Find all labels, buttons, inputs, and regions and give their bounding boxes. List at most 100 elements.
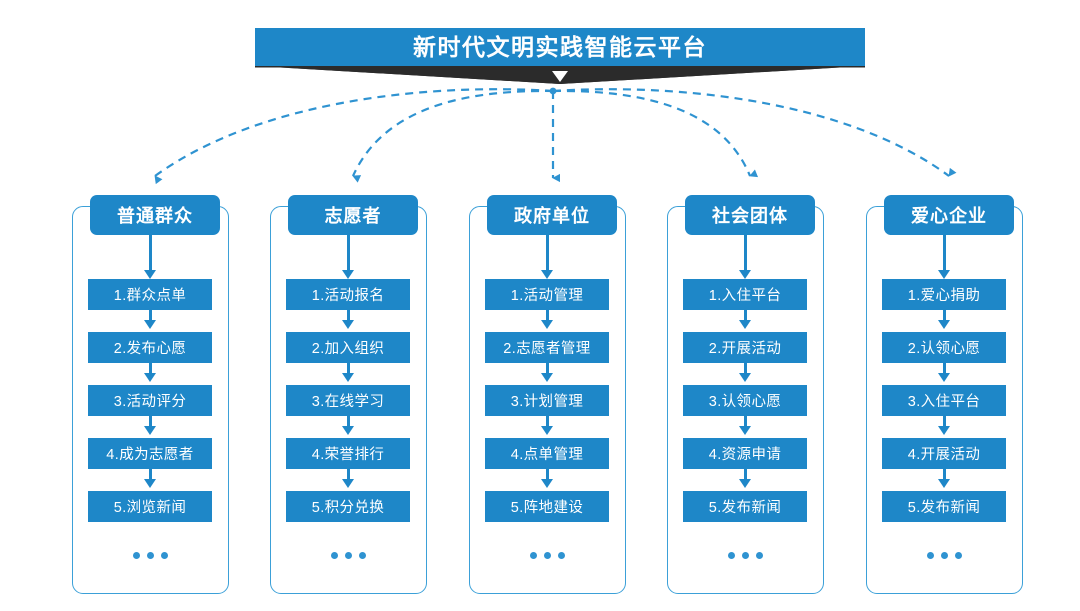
arrow-line-government-1 bbox=[546, 310, 549, 322]
arrow-head-social-group-4 bbox=[739, 479, 751, 488]
ellipsis-volunteer bbox=[286, 545, 410, 565]
arrow-line-volunteer-1 bbox=[347, 310, 350, 322]
arrow-head-volunteer-1 bbox=[342, 320, 354, 329]
column-header-volunteer[interactable]: 志愿者 bbox=[288, 195, 418, 235]
arrow-line-social-group-1 bbox=[744, 310, 747, 322]
arrow-line-social-group-3 bbox=[744, 416, 747, 428]
connector-to-volunteer bbox=[351, 89, 554, 183]
arrow-head-government-1 bbox=[541, 320, 553, 329]
dot-1 bbox=[727, 551, 735, 559]
arrow-line-enterprise-4 bbox=[943, 469, 946, 481]
item-public-5[interactable]: 5.浏览新闻 bbox=[88, 491, 212, 522]
item-volunteer-1[interactable]: 1.活动报名 bbox=[286, 279, 410, 310]
arrow-line-social-group-4 bbox=[744, 469, 747, 481]
arrow-head-volunteer-4 bbox=[342, 479, 354, 488]
item-public-2[interactable]: 2.发布心愿 bbox=[88, 332, 212, 363]
arrow-head-social-group-2 bbox=[739, 373, 751, 382]
arrow-line-enterprise-0 bbox=[943, 235, 946, 272]
arrow-head-public-0 bbox=[144, 270, 156, 279]
arrow-head-enterprise-1 bbox=[938, 320, 950, 329]
arrow-line-public-2 bbox=[149, 363, 152, 375]
ellipsis-government bbox=[485, 545, 609, 565]
arrow-line-public-0 bbox=[149, 235, 152, 272]
item-enterprise-2[interactable]: 2.认领心愿 bbox=[882, 332, 1006, 363]
dot-2 bbox=[741, 551, 749, 559]
dot-2 bbox=[344, 551, 352, 559]
arrow-head-volunteer-3 bbox=[342, 426, 354, 435]
arrow-line-volunteer-2 bbox=[347, 363, 350, 375]
arrow-head-enterprise-0 bbox=[938, 270, 950, 279]
item-volunteer-3[interactable]: 3.在线学习 bbox=[286, 385, 410, 416]
column-header-government[interactable]: 政府单位 bbox=[487, 195, 617, 235]
dot-2 bbox=[146, 551, 154, 559]
item-public-3[interactable]: 3.活动评分 bbox=[88, 385, 212, 416]
item-government-3[interactable]: 3.计划管理 bbox=[485, 385, 609, 416]
arrow-head-enterprise-4 bbox=[938, 479, 950, 488]
item-enterprise-1[interactable]: 1.爱心捐助 bbox=[882, 279, 1006, 310]
item-public-1[interactable]: 1.群众点单 bbox=[88, 279, 212, 310]
arrow-head-public-3 bbox=[144, 426, 156, 435]
item-enterprise-5[interactable]: 5.发布新闻 bbox=[882, 491, 1006, 522]
column-header-public[interactable]: 普通群众 bbox=[90, 195, 220, 235]
dot-2 bbox=[543, 551, 551, 559]
arrow-line-enterprise-3 bbox=[943, 416, 946, 428]
dot-3 bbox=[755, 551, 763, 559]
arrow-head-social-group-0 bbox=[739, 270, 751, 279]
arrow-line-government-0 bbox=[546, 235, 549, 272]
connector-to-social-group bbox=[552, 89, 759, 178]
arrow-head-public-2 bbox=[144, 373, 156, 382]
arrow-line-public-3 bbox=[149, 416, 152, 428]
column-header-enterprise[interactable]: 爱心企业 bbox=[884, 195, 1014, 235]
item-government-4[interactable]: 4.点单管理 bbox=[485, 438, 609, 469]
arrow-head-government-4 bbox=[541, 479, 553, 488]
item-social-group-1[interactable]: 1.入住平台 bbox=[683, 279, 807, 310]
item-enterprise-4[interactable]: 4.开展活动 bbox=[882, 438, 1006, 469]
item-social-group-5[interactable]: 5.发布新闻 bbox=[683, 491, 807, 522]
dot-1 bbox=[132, 551, 140, 559]
arrow-head-government-2 bbox=[541, 373, 553, 382]
platform-title-bar: 新时代文明实践智能云平台 bbox=[255, 28, 865, 66]
arrow-line-volunteer-4 bbox=[347, 469, 350, 481]
item-social-group-4[interactable]: 4.资源申请 bbox=[683, 438, 807, 469]
item-social-group-3[interactable]: 3.认领心愿 bbox=[683, 385, 807, 416]
item-government-1[interactable]: 1.活动管理 bbox=[485, 279, 609, 310]
page-title: 新时代文明实践智能云平台 bbox=[413, 33, 707, 60]
arrow-head-government-0 bbox=[541, 270, 553, 279]
arrow-line-social-group-2 bbox=[744, 363, 747, 375]
ellipsis-enterprise bbox=[882, 545, 1006, 565]
item-volunteer-4[interactable]: 4.荣誉排行 bbox=[286, 438, 410, 469]
item-enterprise-3[interactable]: 3.入住平台 bbox=[882, 385, 1006, 416]
arrow-line-enterprise-2 bbox=[943, 363, 946, 375]
item-social-group-2[interactable]: 2.开展活动 bbox=[683, 332, 807, 363]
dot-1 bbox=[926, 551, 934, 559]
connector-to-public bbox=[154, 88, 554, 185]
item-public-4[interactable]: 4.成为志愿者 bbox=[88, 438, 212, 469]
ellipsis-public bbox=[88, 545, 212, 565]
item-government-2[interactable]: 2.志愿者管理 bbox=[485, 332, 609, 363]
arrow-head-volunteer-0 bbox=[342, 270, 354, 279]
column-header-social-group[interactable]: 社会团体 bbox=[685, 195, 815, 235]
dot-1 bbox=[529, 551, 537, 559]
arrow-line-social-group-0 bbox=[744, 235, 747, 272]
item-government-5[interactable]: 5.阵地建设 bbox=[485, 491, 609, 522]
arrow-head-social-group-3 bbox=[739, 426, 751, 435]
dot-1 bbox=[330, 551, 338, 559]
chevron-down-icon bbox=[552, 71, 568, 82]
dot-2 bbox=[940, 551, 948, 559]
arrow-head-social-group-1 bbox=[739, 320, 751, 329]
ellipsis-social-group bbox=[683, 545, 807, 565]
arrow-line-enterprise-1 bbox=[943, 310, 946, 322]
arrow-line-government-2 bbox=[546, 363, 549, 375]
title-shadow-ribbon bbox=[255, 66, 865, 84]
platform-title-banner: 新时代文明实践智能云平台 bbox=[255, 28, 865, 92]
arrow-line-government-3 bbox=[546, 416, 549, 428]
item-volunteer-2[interactable]: 2.加入组织 bbox=[286, 332, 410, 363]
arrow-line-government-4 bbox=[546, 469, 549, 481]
arrow-line-public-4 bbox=[149, 469, 152, 481]
connector-to-enterprise bbox=[552, 88, 957, 177]
dot-3 bbox=[358, 551, 366, 559]
dot-3 bbox=[160, 551, 168, 559]
arrow-head-enterprise-2 bbox=[938, 373, 950, 382]
arrow-line-volunteer-3 bbox=[347, 416, 350, 428]
item-volunteer-5[interactable]: 5.积分兑换 bbox=[286, 491, 410, 522]
